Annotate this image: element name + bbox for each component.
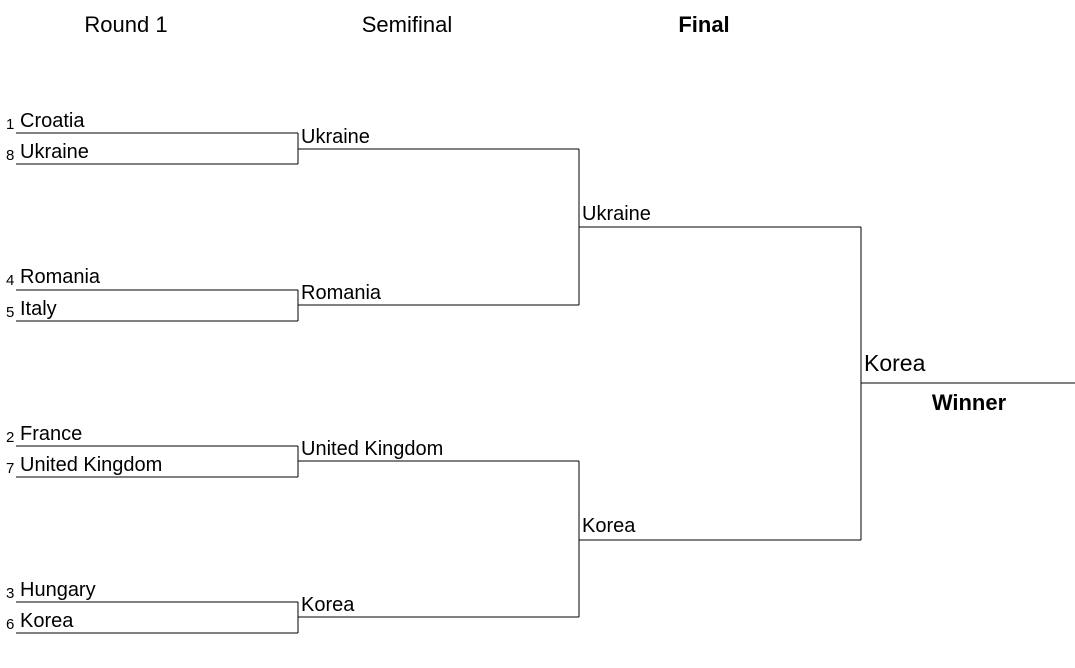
round1-team: United Kingdom [20, 454, 162, 476]
winner-label: Winner [932, 390, 1007, 415]
round1-column: 1 Croatia 8 Ukraine 4 Romania 5 Italy 2 … [6, 110, 299, 634]
round1-team: Romania [20, 266, 101, 288]
round1-team: Korea [20, 610, 74, 632]
semifinal-team: Korea [301, 594, 355, 616]
seed-number: 3 [6, 585, 14, 602]
final-team: Ukraine [582, 203, 651, 225]
seed-number: 7 [6, 460, 14, 477]
seed-number: 8 [6, 147, 14, 164]
final-header: Final [678, 12, 730, 37]
round1-team: Croatia [20, 110, 85, 132]
seed-number: 4 [6, 272, 14, 289]
champion-team: Korea [864, 350, 926, 376]
seed-number: 2 [6, 429, 14, 446]
round1-team: Ukraine [20, 141, 89, 163]
seed-number: 5 [6, 304, 14, 321]
semifinal-header: Semifinal [361, 12, 453, 37]
final-team: Korea [582, 515, 636, 537]
round1-team: France [20, 423, 82, 445]
round1-header: Round 1 [84, 12, 168, 37]
semifinal-team: United Kingdom [301, 438, 443, 460]
semifinal-column: Ukraine Romania United Kingdom Korea [298, 126, 580, 618]
semifinal-team: Ukraine [301, 126, 370, 148]
round1-team: Hungary [20, 579, 96, 601]
seed-number: 1 [6, 116, 14, 133]
semifinal-team: Romania [301, 282, 382, 304]
champion-slot: Korea Winner [861, 350, 1075, 415]
round1-team: Italy [20, 298, 57, 320]
final-column: Ukraine Korea [579, 203, 862, 541]
seed-number: 6 [6, 616, 14, 633]
